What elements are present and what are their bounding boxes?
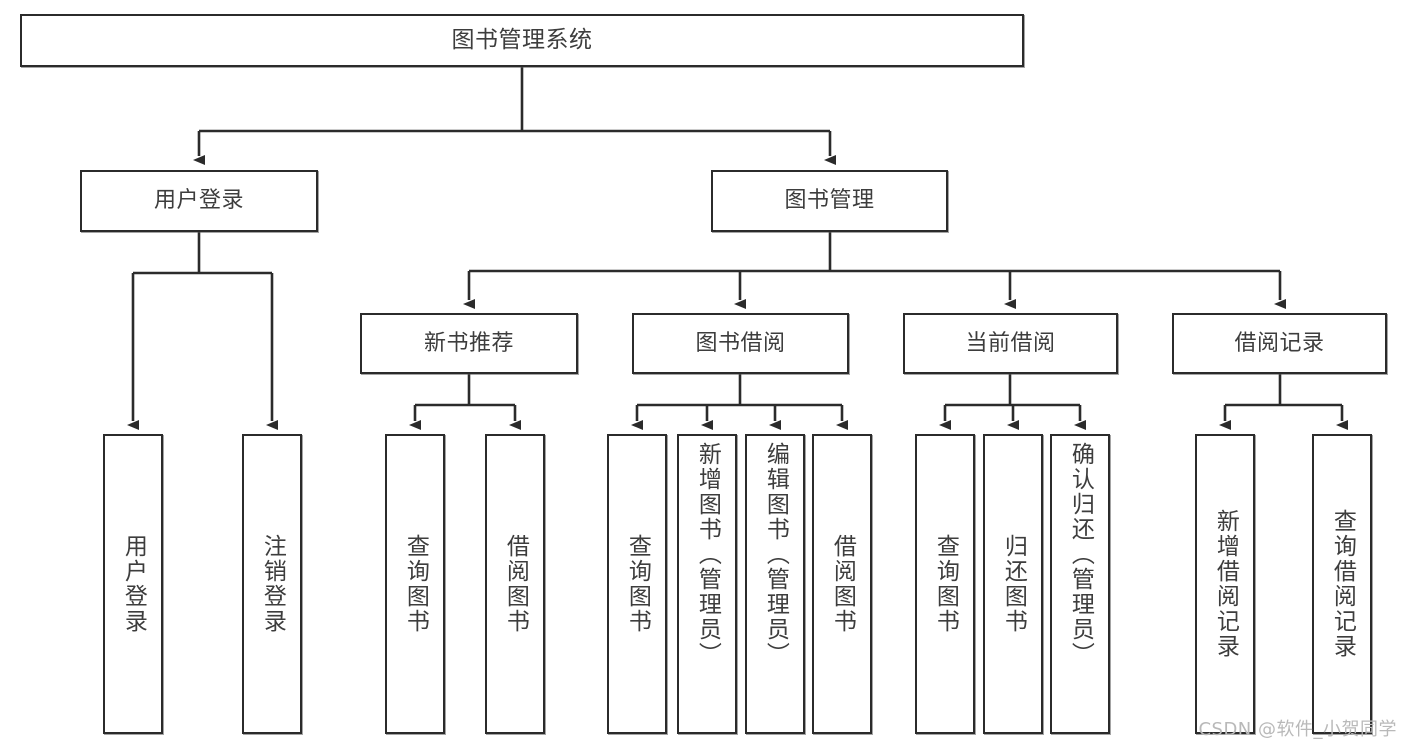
node-label: 新增借阅记录 bbox=[1212, 509, 1239, 659]
node-new-book-recommend[interactable]: 新书推荐 bbox=[360, 313, 578, 374]
node-label: 用户登录 bbox=[153, 188, 244, 214]
watermark-text: CSDN @软件_小贺同学 bbox=[1198, 719, 1397, 740]
node-label: 当前借阅 bbox=[965, 330, 1056, 356]
node-label: 借阅图书 bbox=[502, 534, 529, 634]
node-leaf-query-borrow-record[interactable]: 查询借阅记录 bbox=[1312, 434, 1372, 734]
node-leaf-borrow-book-2[interactable]: 借阅图书 bbox=[812, 434, 872, 734]
node-leaf-query-book-2[interactable]: 查询图书 bbox=[607, 434, 667, 734]
node-label: 新书推荐 bbox=[423, 330, 514, 356]
node-label: 查询借阅记录 bbox=[1329, 509, 1356, 659]
node-label: 借阅图书 bbox=[829, 534, 856, 634]
node-leaf-query-book-1[interactable]: 查询图书 bbox=[385, 434, 445, 734]
node-current-borrow[interactable]: 当前借阅 bbox=[903, 313, 1118, 374]
node-label: 图书管理系统 bbox=[451, 27, 593, 54]
node-leaf-confirm-return[interactable]: 确认归还（管理员） bbox=[1050, 434, 1110, 734]
node-leaf-edit-book[interactable]: 编辑图书（管理员） bbox=[745, 434, 805, 734]
node-label: 查询图书 bbox=[932, 534, 959, 634]
node-label: 归还图书 bbox=[1000, 534, 1027, 634]
node-leaf-query-book-3[interactable]: 查询图书 bbox=[915, 434, 975, 734]
node-book-management[interactable]: 图书管理 bbox=[711, 170, 948, 232]
node-label: 编辑图书（管理员） bbox=[762, 442, 789, 667]
node-leaf-add-book[interactable]: 新增图书（管理员） bbox=[677, 434, 737, 734]
node-label: 用户登录 bbox=[120, 534, 147, 634]
node-root-system[interactable]: 图书管理系统 bbox=[20, 14, 1024, 67]
node-leaf-user-login[interactable]: 用户登录 bbox=[103, 434, 163, 734]
node-label: 新增图书（管理员） bbox=[694, 442, 721, 667]
node-book-borrow[interactable]: 图书借阅 bbox=[632, 313, 849, 374]
node-leaf-add-borrow-record[interactable]: 新增借阅记录 bbox=[1195, 434, 1255, 734]
node-leaf-return-book[interactable]: 归还图书 bbox=[983, 434, 1043, 734]
node-leaf-borrow-book-1[interactable]: 借阅图书 bbox=[485, 434, 545, 734]
node-borrow-record[interactable]: 借阅记录 bbox=[1172, 313, 1387, 374]
node-label: 查询图书 bbox=[402, 534, 429, 634]
node-label: 确认归还（管理员） bbox=[1067, 442, 1094, 667]
node-label: 注销登录 bbox=[259, 534, 286, 634]
node-user-login[interactable]: 用户登录 bbox=[80, 170, 318, 232]
node-leaf-logout-login[interactable]: 注销登录 bbox=[242, 434, 302, 734]
node-label: 图书借阅 bbox=[695, 330, 786, 356]
node-label: 图书管理 bbox=[784, 188, 875, 214]
node-label: 查询图书 bbox=[624, 534, 651, 634]
node-label: 借阅记录 bbox=[1234, 330, 1325, 356]
